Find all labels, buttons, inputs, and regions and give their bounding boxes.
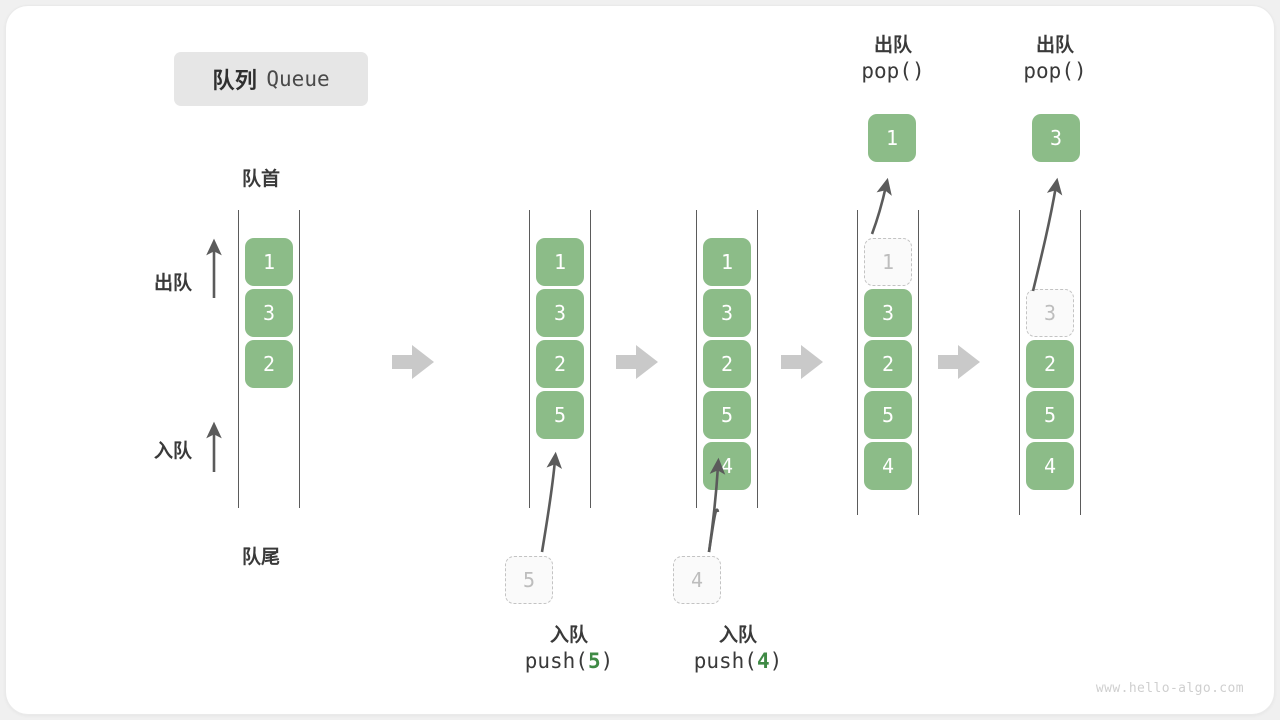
operation-push-4: 入队 push(4) [678,624,798,675]
queue-cell: 2 [536,340,584,388]
operation-call: push(5) [524,648,614,673]
queue-cell: 3 [245,289,293,337]
queue-rail-left [1019,210,1020,515]
queue-head-label: 队首 [242,169,281,190]
arrows-overlay [206,177,1063,553]
transition-arrow-1 [392,345,434,379]
operation-label-cn: 入队 [549,625,588,646]
queue-cell: 2 [703,340,751,388]
queue-cell: 1 [536,238,584,286]
queue-cell: 5 [703,391,751,439]
queue-column-after-pop-3: 3 2 5 4 [1019,210,1081,515]
queue-cell: 2 [864,340,912,388]
diagram-card: 队列 Queue 队首 队尾 出队 入队 1 3 2 1 3 2 5 5 入队 [6,6,1274,714]
queue-rail-right [918,210,919,515]
queue-cell: 2 [1026,340,1074,388]
operation-push-5: 入队 push(5) [509,624,629,675]
queue-rail-left [238,210,239,508]
queue-cell: 1 [703,238,751,286]
queue-rail-left [696,210,697,508]
diagram-title-chip: 队列 Queue [174,52,368,106]
dequeue-direction-label: 出队 [154,273,193,294]
operation-call: pop() [1023,58,1087,83]
queue-cell: 3 [536,289,584,337]
queue-cell: 5 [1026,391,1074,439]
incoming-ghost-cell-4: 4 [673,556,721,604]
queue-column-after-pop-1: 1 3 2 5 4 [857,210,919,515]
title-chinese: 队列 [212,68,258,93]
queue-cell: 5 [864,391,912,439]
queue-cell: 4 [864,442,912,490]
queue-column-initial: 1 3 2 [238,210,300,508]
enqueue-direction-label: 入队 [154,441,193,462]
title-english: Queue [266,67,330,91]
queue-rail-right [1080,210,1081,515]
queue-rail-right [757,210,758,508]
popped-cell-1: 1 [868,114,916,162]
operation-label-cn: 入队 [718,625,757,646]
watermark: www.hello-algo.com [1095,681,1244,696]
operation-label-cn: 出队 [1035,35,1074,56]
queue-cell-ghost: 1 [864,238,912,286]
queue-cell: 4 [1026,442,1074,490]
queue-rail-right [590,210,591,508]
queue-column-after-push-5: 1 3 2 5 [529,210,591,508]
incoming-ghost-cell-5: 5 [505,556,553,604]
queue-column-after-push-4: 1 3 2 5 4 [696,210,758,508]
queue-rail-left [529,210,530,508]
queue-cell: 5 [536,391,584,439]
queue-cell-ghost: 3 [1026,289,1074,337]
operation-call: push(4) [693,648,783,673]
queue-cell: 4 [703,442,751,490]
operation-pop-1: 出队 pop() [828,34,958,85]
queue-rail-right [299,210,300,508]
operation-call: pop() [861,58,925,83]
queue-cell: 3 [703,289,751,337]
queue-cell: 3 [864,289,912,337]
operation-pop-3: 出队 pop() [990,34,1120,85]
popped-cell-3: 3 [1032,114,1080,162]
transition-arrow-3 [781,345,823,379]
operation-label-cn: 出队 [873,35,912,56]
queue-cell: 1 [245,238,293,286]
queue-cell: 2 [245,340,293,388]
transition-arrow-2 [616,345,658,379]
transition-arrow-4 [938,345,980,379]
queue-rail-left [857,210,858,515]
queue-tail-label: 队尾 [242,547,281,568]
